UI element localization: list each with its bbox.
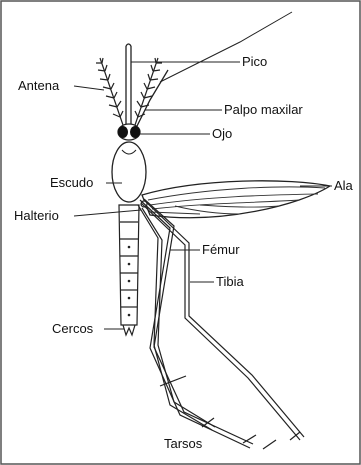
label-ala: Ala [334, 178, 353, 193]
label-palpo-maxilar: Palpo maxilar [224, 102, 303, 117]
label-ojo: Ojo [212, 126, 232, 141]
eye-left [118, 126, 128, 138]
label-tarsos: Tarsos [164, 436, 202, 451]
label-tibia: Tibia [216, 274, 244, 289]
label-escudo: Escudo [50, 175, 93, 190]
eye-right [130, 126, 140, 138]
label-cercos: Cercos [52, 321, 93, 336]
label-antena: Antena [18, 78, 59, 93]
label-femur: Fémur [202, 242, 240, 257]
label-pico: Pico [242, 54, 267, 69]
label-halterio: Halterio [14, 208, 59, 223]
scutum [112, 142, 146, 202]
